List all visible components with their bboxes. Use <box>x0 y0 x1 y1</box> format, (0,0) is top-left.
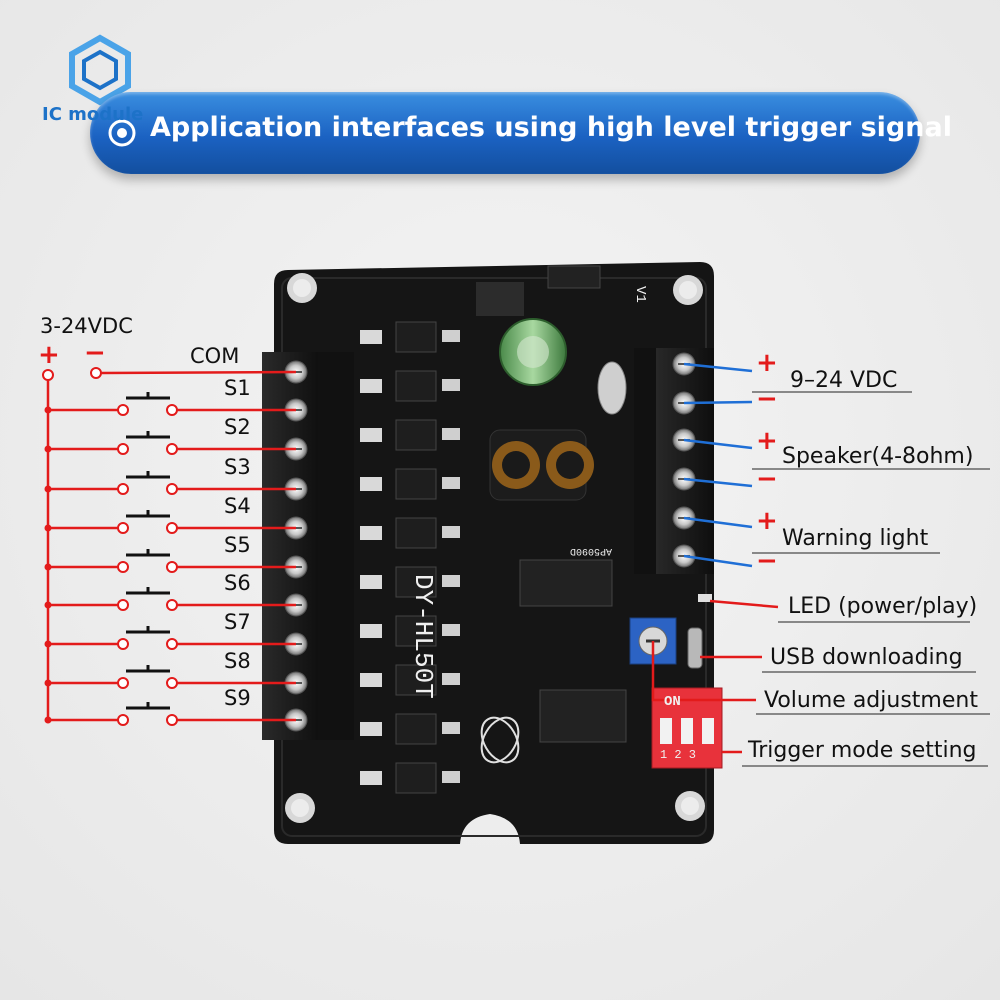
board-chip-label: AP5090D <box>569 545 612 556</box>
warning-light-label: Warning light <box>782 526 929 551</box>
switch-contact-icon <box>117 677 129 689</box>
usb-label: USB downloading <box>770 645 963 670</box>
switch-label: S8 <box>224 649 251 673</box>
brand-text: IC module <box>42 104 144 125</box>
output-wire <box>683 516 753 529</box>
smd-components <box>360 321 460 794</box>
switch-label: S5 <box>224 533 251 557</box>
switch-label: S3 <box>224 455 251 479</box>
output-wire <box>683 438 753 450</box>
led-pointer <box>709 599 779 609</box>
switch-contact-icon <box>117 714 129 726</box>
power-plus-sign: + <box>756 348 778 378</box>
switch-contact-icon <box>117 404 129 416</box>
plus-terminal-icon <box>42 369 54 381</box>
crystal-icon <box>597 361 627 415</box>
com-wire <box>100 370 297 375</box>
switch-contact-icon <box>166 677 178 689</box>
pcb-board <box>262 262 723 844</box>
switch-label: S6 <box>224 571 251 595</box>
board-model-label: DY-HL50T <box>408 574 438 699</box>
switch-contact-icon <box>166 522 178 534</box>
right-terminal-block <box>634 348 714 574</box>
switch-label: S9 <box>224 686 251 710</box>
output-wire <box>683 554 753 568</box>
switch-contact-icon <box>117 522 129 534</box>
left-terminal-block <box>262 352 354 740</box>
power-label: 9–24 VDC <box>790 368 898 393</box>
left-minus-sign: − <box>84 338 106 368</box>
switch-contact-icon <box>117 638 129 650</box>
minus-terminal-icon <box>90 367 102 379</box>
led-label: LED (power/play) <box>788 594 978 619</box>
switch-contact-icon <box>117 483 129 495</box>
board-version-label: V1 <box>632 286 648 303</box>
switch-contact-icon <box>166 483 178 495</box>
switch-label: S2 <box>224 415 251 439</box>
left-plus-sign: + <box>38 340 60 370</box>
dip-numbers-label: 1 2 3 <box>660 748 697 762</box>
switch-contact-icon <box>166 599 178 611</box>
led-icon <box>698 594 712 602</box>
volume-label: Volume adjustment <box>764 688 978 713</box>
switch-contact-icon <box>166 638 178 650</box>
inductor-icon <box>489 429 594 501</box>
title-banner <box>90 92 920 174</box>
left-power-label: 3-24VDC <box>40 314 133 338</box>
switch-contact-icon <box>117 443 129 455</box>
speaker-plus-sign: + <box>756 426 778 456</box>
speaker-minus-sign: − <box>756 464 778 494</box>
switch-contact-icon <box>166 561 178 573</box>
output-wire <box>683 362 753 373</box>
dip-on-label: ON <box>664 694 681 710</box>
output-wire <box>683 400 753 405</box>
com-label: COM <box>190 344 240 368</box>
mounting-hole-icon <box>285 273 705 823</box>
banner-title: Application interfaces using high level … <box>150 112 952 143</box>
switch-contact-icon <box>166 714 178 726</box>
switch-contact-icon <box>166 443 178 455</box>
dip-switch-icon <box>651 687 723 769</box>
switch-wiring <box>42 367 297 726</box>
switch-contact-icon <box>117 561 129 573</box>
power-minus-sign: − <box>756 384 778 414</box>
usb-port-icon <box>687 627 703 669</box>
speaker-label: Speaker(4-8ohm) <box>782 444 974 469</box>
brand-logo-icon <box>69 34 131 106</box>
output-wire <box>683 477 753 488</box>
capacitor-icon <box>499 318 567 386</box>
switch-label: S4 <box>224 494 251 518</box>
trigger-mode-label: Trigger mode setting <box>748 738 977 763</box>
switch-label: S7 <box>224 610 251 634</box>
volume-pointer <box>651 641 756 702</box>
output-wiring <box>651 362 990 767</box>
switch-contact-icon <box>166 404 178 416</box>
switch-label: S1 <box>224 376 251 400</box>
warning-plus-sign: + <box>756 506 778 536</box>
board-logo-icon <box>480 716 520 764</box>
warning-minus-sign: − <box>756 546 778 576</box>
switch-contact-icon <box>117 599 129 611</box>
chip-icon <box>476 265 627 743</box>
